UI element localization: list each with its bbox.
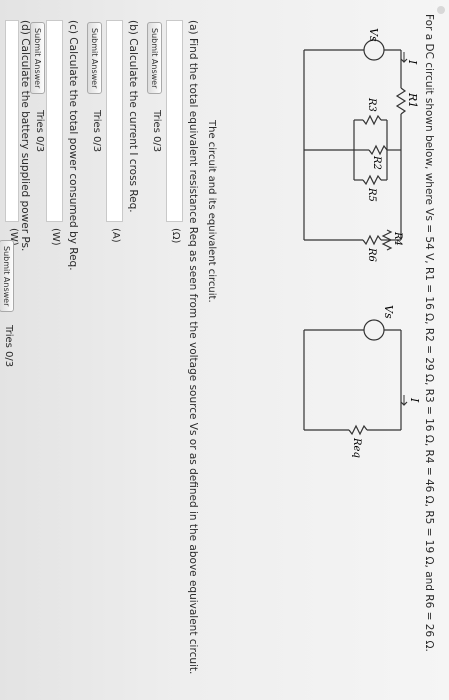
r4-zigzag — [381, 229, 393, 251]
r2-zigzag — [368, 144, 388, 156]
label-r5: R5 — [366, 187, 377, 202]
r1-zigzag — [395, 87, 407, 115]
question-c-text: (c) Calculate the total power consumed b… — [67, 20, 79, 271]
label-r4: R4 — [392, 231, 403, 246]
label-vs-eq: Vs — [382, 305, 395, 319]
label-vs: Vs — [367, 28, 380, 42]
tries-a: Tries 0/3 — [151, 110, 162, 153]
tries-d: Tries 0/3 — [3, 325, 14, 368]
unit-b: (A) — [110, 228, 121, 243]
original-circuit — [303, 39, 408, 251]
req-zigzag — [348, 424, 368, 436]
unit-c: (W) — [50, 228, 61, 246]
r6-zigzag — [362, 234, 382, 246]
label-r2: R2 — [371, 155, 382, 170]
submit-answer-d-button[interactable]: Submit Answer — [0, 240, 14, 313]
submit-answer-c-button[interactable]: Submit Answer — [30, 22, 45, 95]
tries-c: Tries 0/3 — [34, 110, 45, 153]
r5-zigzag — [362, 174, 382, 186]
r3-zigzag — [362, 114, 382, 126]
unit-a: (Ω) — [170, 228, 181, 244]
answer-d-input[interactable] — [5, 20, 19, 222]
voltage-source-symbol — [363, 39, 385, 61]
question-a-text: (a) Find the total equivalent resistance… — [187, 20, 199, 675]
answer-c-input[interactable] — [46, 20, 63, 222]
equivalent-circuit — [303, 319, 408, 436]
question-b-text: (b) Calculate the current I cross Req. — [127, 20, 139, 213]
answer-a-input[interactable] — [166, 20, 183, 222]
answer-b-input[interactable] — [106, 20, 123, 222]
tries-b: Tries 0/3 — [91, 110, 102, 153]
question-d-text: (d) Calculate the battery supplied power… — [19, 20, 31, 252]
voltage-source-eq-symbol — [363, 319, 385, 341]
label-r1: R1 — [406, 92, 419, 108]
diagram-caption: The circuit and its equivalent circuit. — [206, 120, 217, 303]
label-i: I — [406, 59, 419, 65]
label-r6: R6 — [366, 247, 377, 263]
submit-answer-a-button[interactable]: Submit Answer — [147, 22, 162, 95]
label-req: Req — [351, 437, 362, 458]
label-r3: R3 — [366, 97, 377, 112]
submit-answer-b-button[interactable]: Submit Answer — [87, 22, 102, 95]
label-i-eq: I — [408, 397, 421, 403]
